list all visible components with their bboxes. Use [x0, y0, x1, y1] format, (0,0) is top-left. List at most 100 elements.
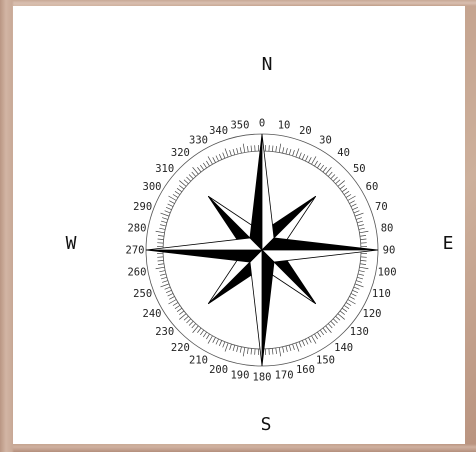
degree-tick	[360, 264, 366, 265]
degree-tick	[302, 340, 304, 345]
degree-tick	[336, 180, 340, 184]
degree-tick	[276, 348, 277, 354]
degree-tick	[251, 146, 252, 152]
degree-tick	[161, 284, 169, 287]
degree-tick	[357, 221, 363, 223]
degree-tick	[230, 344, 232, 350]
degree-label: 290	[133, 201, 152, 213]
degree-label: 230	[155, 326, 174, 338]
degree-tick	[213, 157, 216, 162]
degree-tick	[320, 165, 324, 170]
degree-label: 200	[209, 364, 228, 376]
degree-tick	[359, 271, 365, 272]
degree-tick	[342, 308, 347, 312]
degree-tick	[326, 326, 332, 333]
degree-tick	[161, 213, 169, 216]
degree-tick	[320, 330, 324, 335]
degree-tick	[354, 211, 360, 213]
degree-tick	[225, 343, 228, 351]
degree-tick	[219, 154, 221, 159]
degree-tick	[200, 165, 204, 170]
degree-tick	[223, 342, 225, 348]
degree-tick	[360, 239, 366, 240]
degree-tick	[293, 344, 295, 350]
degree-tick	[296, 149, 299, 157]
degree-tick	[179, 314, 186, 320]
degree-label: 0	[259, 118, 265, 130]
degree-tick	[219, 340, 221, 345]
degree-tick	[251, 348, 252, 354]
degree-label: 350	[230, 119, 249, 131]
degree-tick	[166, 207, 171, 209]
degree-tick	[197, 167, 201, 172]
degree-tick	[179, 185, 184, 189]
degree-tick	[193, 326, 199, 333]
degree-label: 280	[127, 222, 146, 234]
degree-tick	[328, 324, 332, 328]
degree-tick	[333, 177, 337, 181]
degree-tick	[213, 337, 216, 342]
degree-tick	[283, 347, 284, 353]
degree-label: 10	[278, 119, 291, 131]
cardinal-south: S	[261, 414, 272, 435]
degree-tick	[156, 267, 165, 269]
degree-tick	[355, 213, 363, 216]
degree-tick	[349, 201, 354, 204]
degree-label: 100	[378, 267, 397, 279]
degree-tick	[175, 191, 180, 194]
degree-tick	[162, 281, 168, 283]
degree-tick	[286, 346, 287, 352]
cardinal-east: E	[443, 233, 454, 254]
degree-label: 20	[299, 125, 312, 137]
degree-tick	[331, 321, 335, 325]
cardinal-north: N	[262, 54, 273, 75]
degree-tick	[193, 167, 199, 174]
degree-label: 240	[143, 308, 162, 320]
degree-label: 40	[337, 147, 350, 159]
degree-tick	[175, 305, 180, 308]
degree-tick	[296, 343, 299, 351]
degree-tick	[156, 231, 165, 233]
degree-tick	[189, 174, 193, 178]
degree-tick	[162, 218, 168, 220]
degree-tick	[340, 311, 345, 315]
degree-tick	[216, 339, 219, 344]
degree-tick	[208, 336, 213, 344]
degree-tick	[184, 316, 188, 320]
degree-tick	[186, 319, 190, 323]
degree-tick	[243, 144, 245, 153]
degree-tick	[289, 345, 291, 351]
degree-tick	[299, 153, 301, 159]
degree-tick	[326, 167, 332, 174]
degree-tick	[344, 305, 349, 308]
degree-tick	[286, 148, 287, 154]
degree-label: 110	[372, 288, 391, 300]
degree-label: 310	[155, 163, 174, 175]
degree-tick	[351, 293, 356, 296]
degree-tick	[312, 156, 317, 164]
degree-tick	[169, 201, 174, 204]
degree-tick	[342, 188, 347, 192]
degree-tick	[186, 177, 190, 181]
degree-tick	[158, 260, 164, 261]
degree-tick	[159, 228, 165, 229]
degree-tick	[192, 324, 196, 328]
degree-tick	[168, 196, 176, 201]
degree-tick	[302, 154, 304, 159]
degree-tick	[240, 347, 241, 353]
degree-label: 190	[230, 370, 249, 382]
degree-tick	[223, 153, 225, 159]
degree-label: 120	[363, 308, 382, 320]
degree-tick	[314, 161, 317, 166]
degree-tick	[197, 328, 201, 333]
degree-tick	[230, 150, 232, 156]
degree-tick	[352, 207, 357, 209]
degree-tick	[346, 194, 351, 197]
degree-tick	[289, 149, 291, 155]
degree-tick	[331, 174, 335, 178]
degree-tick	[348, 300, 356, 305]
degree-tick	[352, 290, 357, 292]
degree-tick	[348, 196, 356, 201]
degree-tick	[240, 147, 241, 153]
